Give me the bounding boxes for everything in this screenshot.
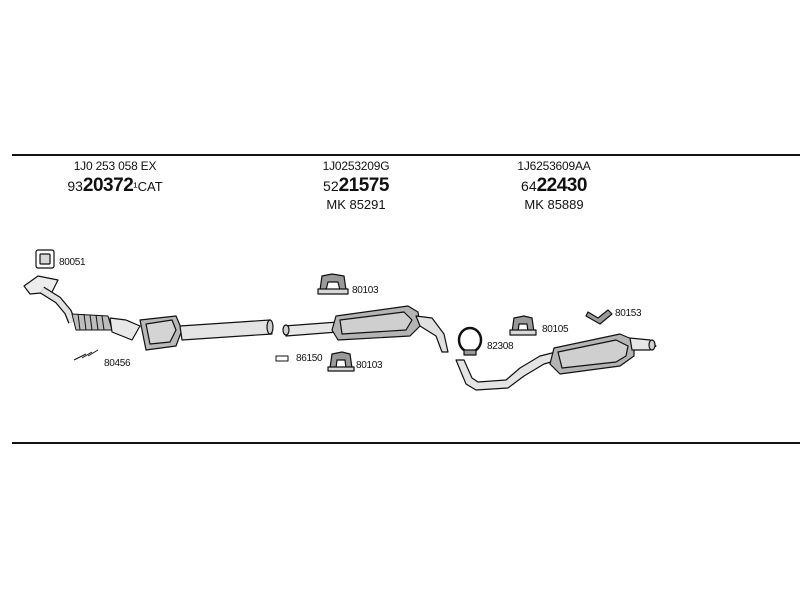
article-prefix: 64 xyxy=(521,178,537,194)
article-suffix: ¹CAT xyxy=(133,179,163,194)
oem-number: 1J0253209G xyxy=(322,159,390,173)
part-label-bolts: 80456 xyxy=(104,358,131,369)
article-main: 21575 xyxy=(338,175,390,196)
article-number: 5221575 xyxy=(296,176,416,195)
front-pipe-catalyst-drawing xyxy=(23,275,274,351)
gasket-icon xyxy=(35,249,55,269)
oem-number: 1J0 253 058 EX xyxy=(73,159,157,173)
part-label-hanger: 80103 xyxy=(356,360,383,371)
top-rule xyxy=(12,154,800,156)
middle-silencer-drawing xyxy=(282,305,449,353)
section-header-middle-silencer: 1J0253209G 5221575 MK 85291 xyxy=(296,160,416,211)
rubber-hanger-icon xyxy=(317,273,349,295)
mounting-kit-number: MK 85889 xyxy=(524,197,584,212)
article-main: 20372 xyxy=(82,175,134,196)
section-header-front-pipe: 1J0 253 058 EX 9320372¹CAT xyxy=(55,160,175,195)
part-label-gasket: 80051 xyxy=(59,257,86,268)
bolts-icon xyxy=(73,349,99,361)
section-header-rear-silencer: 1J6253609AA 6422430 MK 85889 xyxy=(494,160,614,211)
mounting-kit-number: MK 85291 xyxy=(326,197,386,212)
part-label-hanger: 80105 xyxy=(542,324,569,335)
part-label-clamp-bolt: 86150 xyxy=(296,353,323,364)
article-number: 9320372¹CAT xyxy=(55,176,175,195)
rear-silencer-drawing xyxy=(455,333,657,391)
part-label-clamp-ring: 82308 xyxy=(487,341,514,352)
bracket-icon xyxy=(585,309,613,325)
rubber-hanger-icon xyxy=(509,315,537,336)
part-label-bracket: 80153 xyxy=(615,308,642,319)
oem-number: 1J6253609AA xyxy=(517,159,591,173)
article-prefix: 52 xyxy=(323,178,339,194)
part-label-hanger: 80103 xyxy=(352,285,379,296)
article-prefix: 93 xyxy=(67,178,83,194)
bottom-rule xyxy=(12,442,800,444)
article-main: 22430 xyxy=(536,175,588,196)
clamp-bolt-icon xyxy=(275,355,289,362)
rubber-hanger-icon xyxy=(327,351,355,372)
article-number: 6422430 xyxy=(494,176,614,195)
clamp-ring-icon xyxy=(457,326,483,356)
